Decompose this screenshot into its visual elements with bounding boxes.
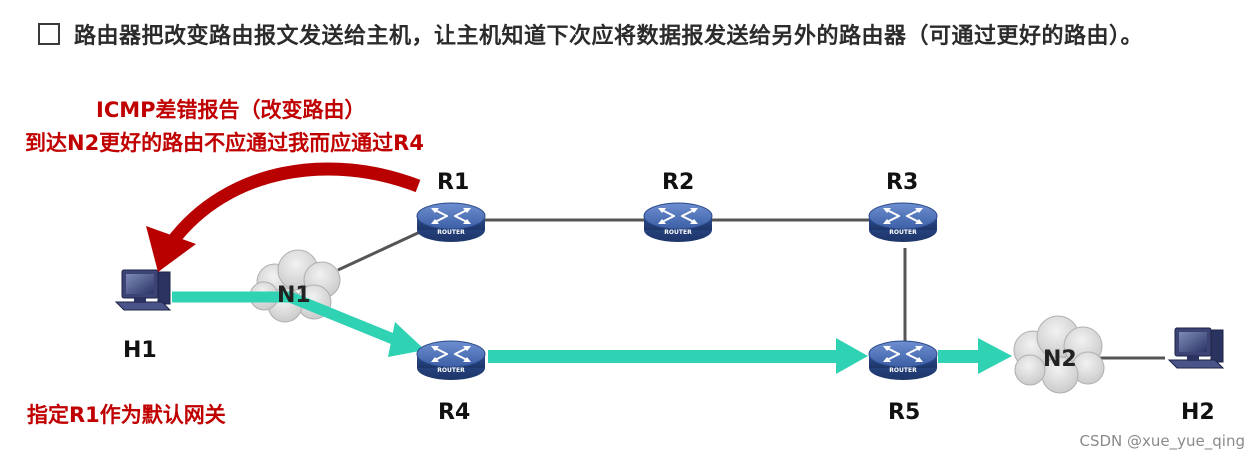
arrowhead-n2 xyxy=(978,338,1012,374)
label-r2: R2 xyxy=(662,170,695,195)
data-path xyxy=(172,291,1012,374)
cloud-n1-label: N1 xyxy=(277,283,311,308)
annotation-line-1: ICMP差错报告（改变路由） xyxy=(96,98,366,122)
cloud-n2 xyxy=(1013,315,1105,394)
router-r5: ROUTER xyxy=(868,340,938,381)
path-r5-n2 xyxy=(938,350,980,363)
label-r1: R1 xyxy=(437,170,470,195)
router-r2: ROUTER xyxy=(643,202,713,243)
watermark: CSDN @xue_yue_qing xyxy=(1079,432,1245,450)
router-r1: ROUTER xyxy=(416,202,486,243)
path-h1-r4 xyxy=(172,291,411,351)
default-gateway-note: 指定R1作为默认网关 xyxy=(27,403,226,427)
label-h1: H1 xyxy=(123,338,157,363)
label-r5: R5 xyxy=(888,400,921,425)
router-r4: ROUTER xyxy=(416,340,486,381)
header-text: 路由器把改变路由报文发送给主机，让主机知道下次应将数据报发送给另外的路由器（可通… xyxy=(74,24,1144,49)
label-r4: R4 xyxy=(438,400,471,425)
host-h1-icon xyxy=(115,269,171,311)
header-line: 路由器把改变路由报文发送给主机，让主机知道下次应将数据报发送给另外的路由器（可通… xyxy=(38,14,1248,54)
label-r3: R3 xyxy=(886,170,919,195)
arrowhead-r5 xyxy=(836,338,868,374)
label-h2: H2 xyxy=(1181,400,1215,425)
router-r3: ROUTER xyxy=(868,202,938,243)
annotation-line-2: 到达N2更好的路由不应通过我而应通过R4 xyxy=(25,131,424,155)
router-r4-caption: ROUTER xyxy=(437,367,465,374)
arrowhead-r4 xyxy=(388,322,425,357)
cloud-n2-label: N2 xyxy=(1043,347,1077,372)
path-r4-r5 xyxy=(488,350,838,363)
host-h2-icon xyxy=(1168,327,1224,369)
router-r3-caption: ROUTER xyxy=(889,229,917,236)
router-r1-caption: ROUTER xyxy=(437,229,465,236)
checkbox-icon xyxy=(38,23,60,45)
router-r2-caption: ROUTER xyxy=(664,229,692,236)
links xyxy=(337,218,1165,360)
link-n1-r1 xyxy=(337,230,421,272)
icmp-redirect-arrow xyxy=(146,162,421,272)
router-r5-caption: ROUTER xyxy=(889,367,917,374)
